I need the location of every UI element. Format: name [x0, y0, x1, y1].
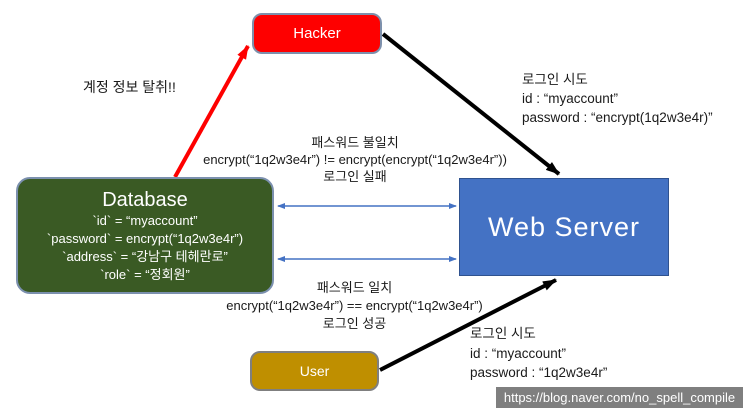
- mismatch-line-1: 패스워드 불일치: [311, 135, 399, 150]
- hacker-attempt-line-3: password : “encrypt(1q2w3e4r)”: [522, 110, 713, 125]
- hacker-label: Hacker: [293, 25, 341, 42]
- database-row-role: `role` = “정회원”: [100, 266, 190, 282]
- user-attempt-line-1: 로그인 시도: [470, 326, 536, 341]
- hacker-attempt-line-1: 로그인 시도: [522, 72, 588, 87]
- database-row-address: `address` = “강남구 테헤란로”: [62, 248, 228, 264]
- label-password-mismatch: 패스워드 불일치 encrypt(“1q2w3e4r”) != encrypt(…: [190, 134, 520, 185]
- mismatch-line-3: 로그인 실패: [323, 169, 387, 184]
- web-server-label: Web Server: [487, 211, 641, 242]
- node-web-server: Web Server: [459, 178, 669, 276]
- watermark-url: https://blog.naver.com/no_spell_compile: [496, 387, 743, 408]
- mismatch-line-2: encrypt(“1q2w3e4r”) != encrypt(encrypt(“…: [203, 152, 507, 167]
- database-title: Database: [102, 188, 188, 211]
- hacker-attempt-line-2: id : “myaccount”: [522, 91, 619, 106]
- node-hacker: Hacker: [252, 13, 382, 54]
- database-row-id: `id` = “myaccount”: [92, 212, 198, 228]
- match-line-2: encrypt(“1q2w3e4r”) == encrypt(“1q2w3e4r…: [226, 298, 483, 313]
- label-hacker-login-attempt: 로그인 시도 id : “myaccount” password : “encr…: [522, 70, 713, 127]
- label-steal: 계정 정보 탈취!!: [83, 79, 176, 95]
- label-user-login-attempt: 로그인 시도 id : “myaccount” password : “1q2w…: [470, 324, 607, 383]
- database-row-password: `password` = encrypt(“1q2w3e4r”): [46, 230, 244, 246]
- user-label: User: [299, 363, 330, 379]
- user-attempt-line-3: password : “1q2w3e4r”: [470, 365, 608, 380]
- label-password-match: 패스워드 일치 encrypt(“1q2w3e4r”) == encrypt(“…: [192, 279, 517, 333]
- match-line-3: 로그인 성공: [322, 316, 387, 331]
- node-database: Database `id` = “myaccount” `password` =…: [16, 177, 274, 294]
- user-attempt-line-2: id : “myaccount”: [470, 345, 567, 361]
- node-user: User: [250, 351, 379, 391]
- match-line-1: 패스워드 일치: [316, 280, 393, 295]
